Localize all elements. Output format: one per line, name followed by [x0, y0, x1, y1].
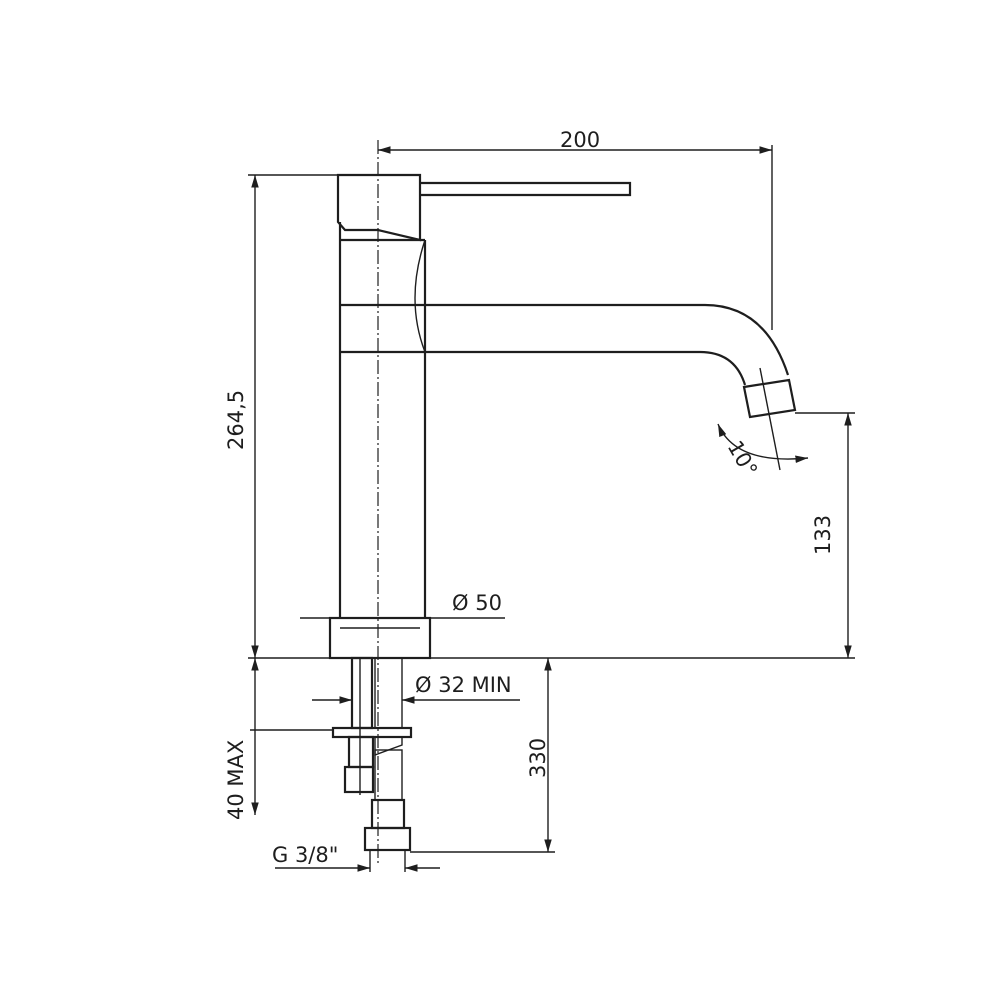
connection-label: G 3/8" — [272, 843, 338, 867]
hole-diameter-label: Ø 32 MIN — [415, 673, 512, 697]
height-dimension-label: 264,5 — [224, 390, 248, 450]
faucet-body — [328, 222, 432, 660]
spout-height-label: 133 — [811, 515, 835, 555]
handle — [336, 173, 632, 242]
hose-length-label: 330 — [526, 738, 550, 778]
spout-angle-label: 10° — [723, 437, 762, 481]
max-thickness-label: 40 MAX — [224, 740, 248, 820]
supply-hoses — [331, 656, 413, 852]
width-dimension-label: 200 — [560, 128, 600, 152]
spout — [425, 303, 809, 471]
body-diameter-label: Ø 50 — [452, 591, 502, 615]
